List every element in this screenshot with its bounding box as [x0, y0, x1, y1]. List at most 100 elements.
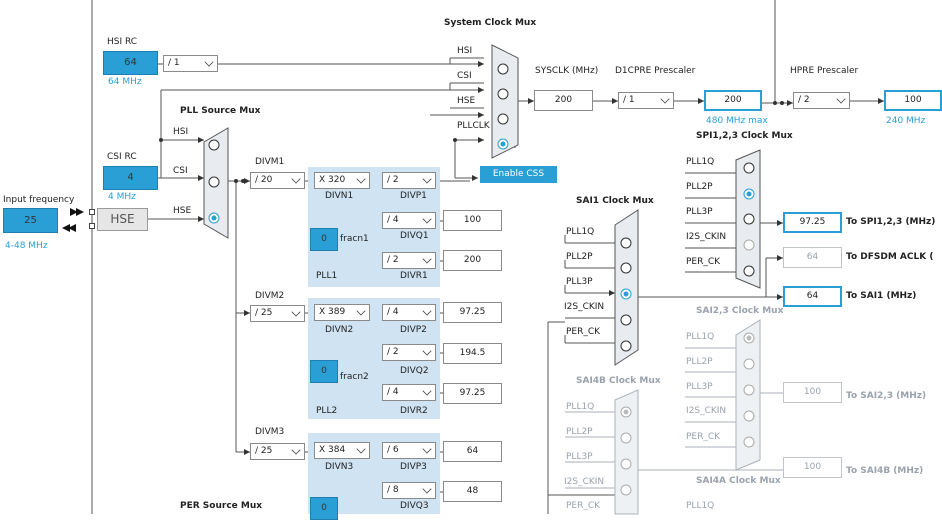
csi-rc-label: CSI RC [107, 152, 137, 162]
divq3-output[interactable]: 48 [443, 481, 502, 502]
spi123-output-value[interactable]: 97.25 [783, 212, 842, 233]
chevron-down-icon [422, 214, 432, 224]
sai23-input-per-ck: PER_CK [686, 432, 721, 442]
divr1-value: / 2 [387, 255, 399, 265]
divq1-select[interactable]: / 4 [382, 212, 436, 229]
sys-mux-pllclk-label: PLLCLK [457, 121, 490, 131]
sai1-output-value[interactable]: 64 [783, 286, 842, 307]
divr1-label: DIVR1 [400, 271, 428, 281]
sai23-input-pll3p: PLL3P [686, 382, 713, 392]
sai1-input-pll2p: PLL2P [566, 252, 593, 262]
divp1-select[interactable]: / 2 [382, 172, 436, 189]
divn2-select[interactable]: X 389 [314, 304, 370, 321]
divr1-select[interactable]: / 2 [382, 252, 436, 269]
sai23-output-value: 100 [783, 382, 842, 403]
divm2-value: / 25 [255, 308, 273, 318]
pll-mux-csi-label: CSI [173, 166, 188, 176]
divp2-select[interactable]: / 4 [382, 304, 436, 321]
chevron-down-icon [422, 444, 432, 454]
divm1-select[interactable]: / 20 [250, 172, 305, 189]
divm2-label: DIVM2 [255, 291, 285, 301]
spi-input-pll3p: PLL3P [686, 207, 713, 217]
divq3-value: / 8 [387, 485, 399, 495]
dfsdm-output-label: To DFSDM ACLK ( [846, 252, 934, 262]
hpre-value[interactable]: 100 [884, 90, 942, 111]
divm1-label: DIVM1 [255, 157, 285, 167]
dfsdm-output-value: 64 [783, 247, 842, 268]
fracn1-value[interactable]: 0 [310, 228, 338, 251]
divn2-value: X 389 [319, 307, 346, 317]
chevron-down-icon [291, 307, 301, 317]
input-frequency-range: 4-48 MHz [5, 241, 48, 251]
chevron-down-icon [356, 306, 366, 316]
divq1-value: / 4 [387, 215, 399, 225]
divp1-label: DIVP1 [400, 191, 427, 201]
sai1-input-pll3p: PLL3P [566, 277, 593, 287]
d1cpre-label: D1CPRE Prescaler [615, 66, 696, 76]
divp3-value: / 6 [387, 445, 399, 455]
sai4b-output-value: 100 [783, 457, 842, 478]
divq1-output[interactable]: 100 [443, 210, 502, 231]
chevron-down-icon [291, 174, 301, 184]
fracn1-label: fracn1 [340, 234, 369, 244]
divr1-output[interactable]: 200 [443, 250, 502, 271]
divm3-label: DIVM3 [255, 427, 285, 437]
enable-css-button[interactable]: Enable CSS [480, 166, 557, 183]
divp3-output[interactable]: 64 [443, 441, 502, 462]
sai1-input-i2s-ckin: I2S_CKIN [564, 302, 605, 312]
divn3-label: DIVN3 [325, 462, 354, 472]
spi123-output-label: To SPI1,2,3 (MHz) [846, 217, 936, 227]
chevron-down-icon [204, 57, 214, 67]
divq3-select[interactable]: / 8 [382, 482, 436, 499]
divr2-output[interactable]: 97.25 [443, 383, 502, 404]
divm2-select[interactable]: / 25 [250, 305, 305, 322]
system-clock-mux-title: System Clock Mux [444, 18, 537, 28]
d1cpre-value[interactable]: 200 [704, 90, 762, 111]
pll-mux-hsi-label: HSI [173, 127, 189, 137]
sai1-input-per-ck: PER_CK [566, 327, 601, 337]
hsi-rc-value[interactable]: 64 [103, 51, 158, 75]
hpre-select[interactable]: / 2 [793, 92, 850, 109]
hsi-divider-value: / 1 [168, 58, 180, 68]
csi-rc-freq: 4 MHz [108, 192, 136, 202]
divn3-select[interactable]: X 384 [314, 442, 370, 459]
sai1-input-pll1q: PLL1Q [566, 227, 595, 237]
sai4b-input-pll1q: PLL1Q [566, 402, 595, 412]
input-frequency-label: Input frequency [3, 195, 75, 205]
divp2-output[interactable]: 97.25 [443, 302, 502, 323]
sai4b-clock-mux-title: SAI4B Clock Mux [576, 376, 661, 386]
csi-rc-value[interactable]: 4 [103, 166, 158, 190]
sai23-input-i2s-ckin: I2S_CKIN [686, 406, 727, 416]
sai23-output-label: To SAI2,3 (MHz) [846, 391, 927, 401]
d1cpre-select[interactable]: / 1 [618, 92, 674, 109]
divr2-select[interactable]: / 4 [382, 384, 436, 401]
divm3-value: / 25 [255, 446, 273, 456]
divm3-select[interactable]: / 25 [250, 443, 305, 460]
sysclk-value[interactable]: 200 [534, 90, 593, 111]
hsi-divider-select[interactable]: / 1 [163, 55, 218, 72]
sai4a-clock-mux-title: SAI4A Clock Mux [696, 476, 781, 486]
chevron-down-icon [356, 174, 366, 184]
divr2-value: / 4 [387, 387, 399, 397]
chevron-down-icon [291, 445, 301, 455]
divn1-select[interactable]: X 320 [314, 172, 370, 189]
fracn2-value[interactable]: 0 [310, 360, 338, 383]
divq2-output[interactable]: 194.5 [443, 343, 502, 364]
divq2-select[interactable]: / 2 [382, 344, 436, 361]
spi-input-per-ck: PER_CK [686, 257, 721, 267]
divn1-label: DIVN1 [325, 191, 354, 201]
fracn3-value[interactable]: 0 [310, 497, 338, 520]
pll2-name: PLL2 [316, 406, 338, 416]
divp3-label: DIVP3 [400, 462, 427, 472]
sai4b-output-label: To SAI4B (MHz) [846, 466, 924, 476]
divp3-select[interactable]: / 6 [382, 442, 436, 459]
input-frequency-value[interactable]: 25 [3, 208, 58, 233]
sai4b-input-pll2p: PLL2P [566, 427, 593, 437]
per-source-mux-title: PER Source Mux [180, 501, 263, 511]
divn3-value: X 384 [319, 445, 346, 455]
sai4b-input-pll3p: PLL3P [566, 452, 593, 462]
sysclk-label: SYSCLK (MHz) [535, 66, 599, 76]
chevron-down-icon [422, 174, 432, 184]
chevron-down-icon [422, 484, 432, 494]
divp2-value: / 4 [387, 307, 399, 317]
